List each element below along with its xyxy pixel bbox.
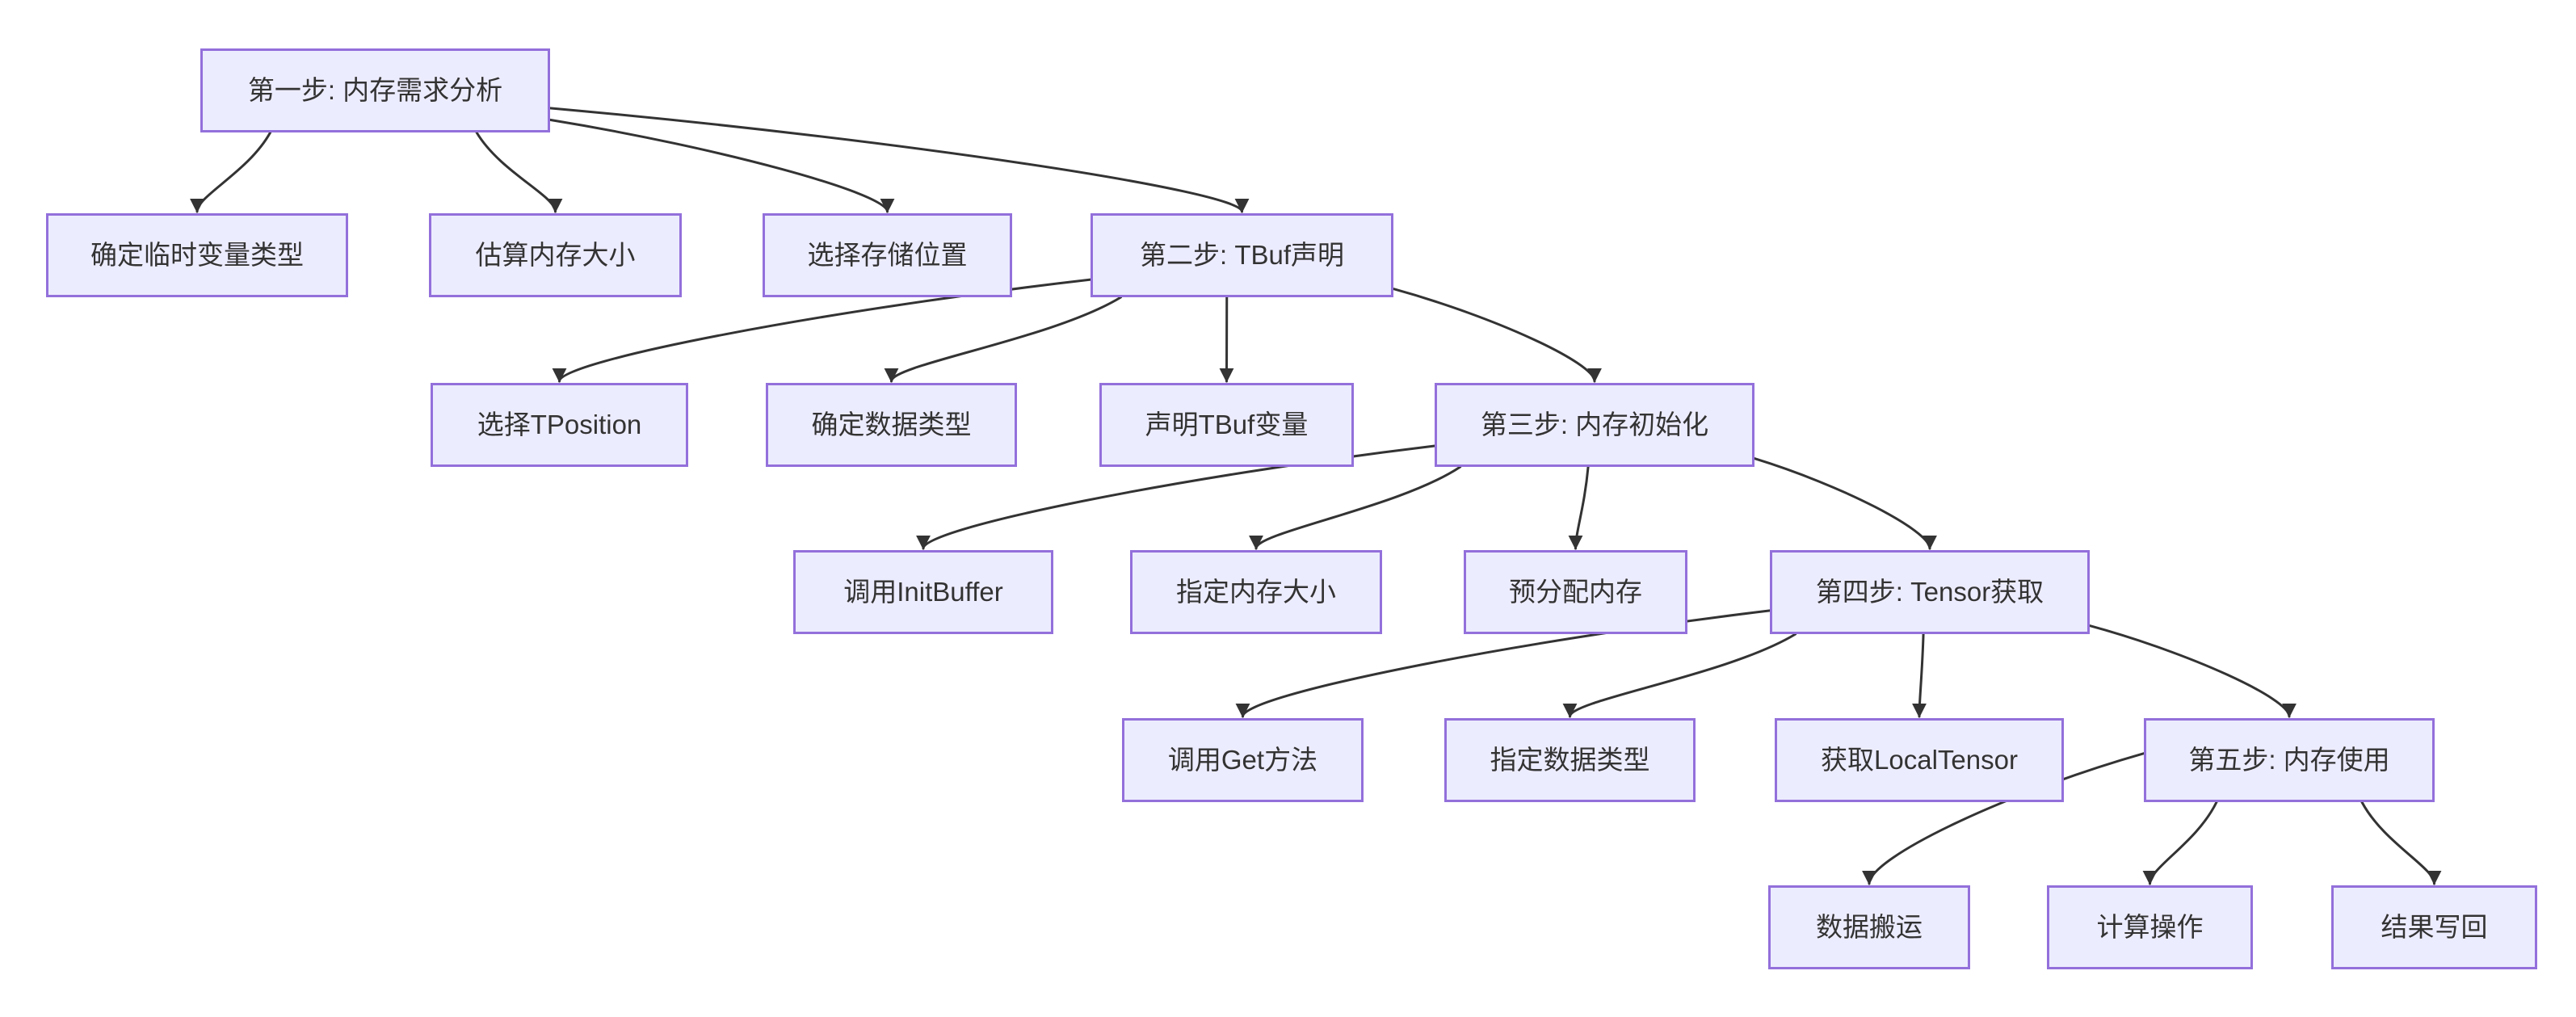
edge-step3-step4 [1753,457,1937,550]
node-s2a: 选择TPosition [431,383,688,467]
node-label: 计算操作 [2096,912,2204,943]
node-label: 指定内存大小 [1176,577,1336,607]
edge-step3-s3b [1249,465,1462,550]
node-s4b: 指定数据类型 [1444,718,1696,802]
node-label: 结果写回 [2381,912,2488,943]
node-label: 获取LocalTensor [1821,745,2018,775]
node-label: 第一步: 内存需求分析 [247,75,503,106]
node-label: 估算内存大小 [475,240,636,271]
node-label: 确定临时变量类型 [90,240,304,271]
edge-step1-s1c [548,118,895,213]
node-s4c: 获取LocalTensor [1775,718,2064,802]
edge-step2-step3 [1392,288,1602,383]
node-s5b: 计算操作 [2047,885,2253,969]
node-step5: 第五步: 内存使用 [2144,718,2435,802]
edge-step4-s4b [1562,632,1797,718]
node-step1: 第一步: 内存需求分析 [200,48,550,132]
edge-step1-s1b [475,131,563,213]
edge-step5-s5b [2142,801,2218,885]
node-step3: 第三步: 内存初始化 [1435,383,1754,467]
node-label: 调用Get方法 [1167,745,1318,775]
node-s4a: 调用Get方法 [1122,718,1364,802]
node-label: 选择存储位置 [807,240,968,271]
node-step4: 第四步: Tensor获取 [1770,550,2090,634]
node-s1b: 估算内存大小 [429,213,682,297]
node-label: 第三步: 内存初始化 [1480,410,1709,440]
node-label: 第二步: TBuf声明 [1139,240,1345,271]
node-label: 指定数据类型 [1490,745,1650,775]
node-s3c: 预分配内存 [1464,550,1687,634]
edge-step5-s5c [2360,801,2442,885]
node-s3b: 指定内存大小 [1130,550,1382,634]
node-label: 预分配内存 [1509,577,1642,607]
edge-step4-s4c [1912,632,1927,718]
node-label: 调用InitBuffer [843,577,1003,607]
node-label: 确定数据类型 [811,410,972,440]
node-label: 第五步: 内存使用 [2188,745,2390,775]
node-label: 数据搬运 [1816,912,1923,943]
edge-step1-step2 [548,107,1250,213]
node-s1c: 选择存储位置 [763,213,1012,297]
node-s2b: 确定数据类型 [766,383,1017,467]
node-s5c: 结果写回 [2331,885,2537,969]
edge-step5-s5a [1862,752,2145,885]
node-s3a: 调用InitBuffer [793,550,1053,634]
edge-step3-s3c [1568,465,1590,550]
node-label: 第四步: Tensor获取 [1815,577,2044,607]
node-step2: 第二步: TBuf声明 [1090,213,1393,297]
edge-step1-s1a [190,131,272,213]
node-s1a: 确定临时变量类型 [46,213,348,297]
edge-step2-s2b [884,296,1122,383]
node-label: 选择TPosition [477,410,642,440]
node-s2c: 声明TBuf变量 [1099,383,1354,467]
node-s5a: 数据搬运 [1768,885,1970,969]
node-label: 声明TBuf变量 [1145,410,1309,440]
edge-step4-step5 [2088,624,2297,718]
